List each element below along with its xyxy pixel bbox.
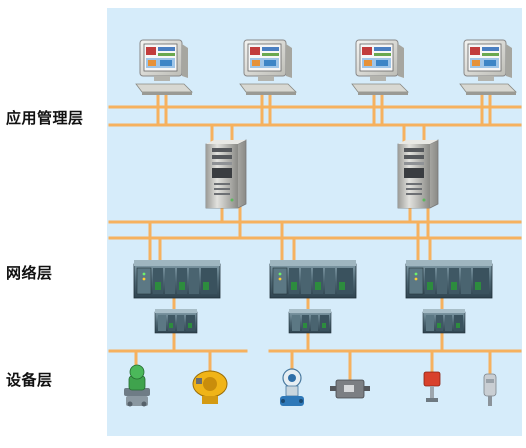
field-device-group <box>124 364 497 407</box>
temperature-sensor-icon <box>483 373 497 406</box>
desktop-computer-icon <box>135 39 193 96</box>
server-tower-icon <box>205 139 247 209</box>
plc-rack-icon <box>405 259 493 299</box>
desktop-computer-icon <box>351 39 409 96</box>
plc-rack-icon <box>133 259 221 299</box>
layer-label-device: 设备层 <box>6 371 53 389</box>
pressure-transmitter-icon <box>124 364 150 407</box>
controller-group <box>133 259 493 299</box>
layer-label-application: 应用管理层 <box>6 109 84 127</box>
level-probe-icon <box>423 371 441 402</box>
plc-rack-icon <box>269 259 357 299</box>
desktop-computer-icon <box>459 39 517 96</box>
flow-meter-icon <box>280 368 304 406</box>
remote-io-module-icon <box>154 308 198 334</box>
valve-actuator-icon <box>192 370 228 404</box>
remote-io-module-icon <box>422 308 466 334</box>
remote-io-module-icon <box>288 308 332 334</box>
layer-label-network: 网络层 <box>6 264 53 282</box>
server-tower-icon <box>397 139 439 209</box>
junction-box-icon <box>330 379 370 399</box>
desktop-computer-icon <box>239 39 297 96</box>
